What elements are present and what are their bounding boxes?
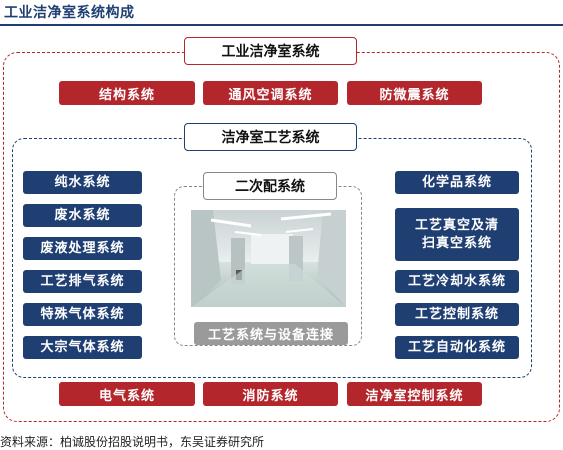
structure-system-box: 结构系统: [59, 81, 195, 105]
title-divider: [0, 24, 563, 26]
fire-protection-system-box: 消防系统: [203, 382, 338, 406]
figure-title: 工业洁净室系统构成: [4, 5, 135, 21]
waste-liquid-system-box: 废液处理系统: [23, 237, 142, 260]
chemical-system-box: 化学品系统: [395, 171, 519, 194]
source-note: 资料来源：柏诚股份招股说明书，东吴证券研究所: [0, 435, 265, 449]
process-system-title: 洁净室工艺系统: [184, 123, 357, 151]
process-equipment-connection-box: 工艺系统与设备连接: [194, 322, 348, 345]
special-gas-system-box: 特殊气体系统: [23, 303, 142, 326]
cleanroom-photo: [191, 210, 346, 307]
hvac-system-box: 通风空调系统: [203, 81, 338, 105]
bulk-gas-system-box: 大宗气体系统: [23, 336, 142, 359]
anti-vibration-system-box: 防微震系统: [347, 81, 482, 105]
process-automation-system-box: 工艺自动化系统: [395, 336, 519, 359]
outer-system-title: 工业洁净室系统: [184, 37, 357, 65]
cleanroom-control-system-box: 洁净室控制系统: [347, 382, 482, 406]
secondary-system-title: 二次配系统: [203, 172, 337, 200]
electrical-system-box: 电气系统: [59, 382, 195, 406]
process-control-system-box: 工艺控制系统: [395, 303, 519, 326]
process-cooling-water-system-box: 工艺冷却水系统: [395, 270, 519, 293]
waste-water-system-box: 废水系统: [23, 204, 142, 227]
process-exhaust-system-box: 工艺排气系统: [23, 270, 142, 293]
process-vacuum-system-box: 工艺真空及清扫真空系统: [395, 208, 519, 261]
pure-water-system-box: 纯水系统: [23, 171, 142, 194]
